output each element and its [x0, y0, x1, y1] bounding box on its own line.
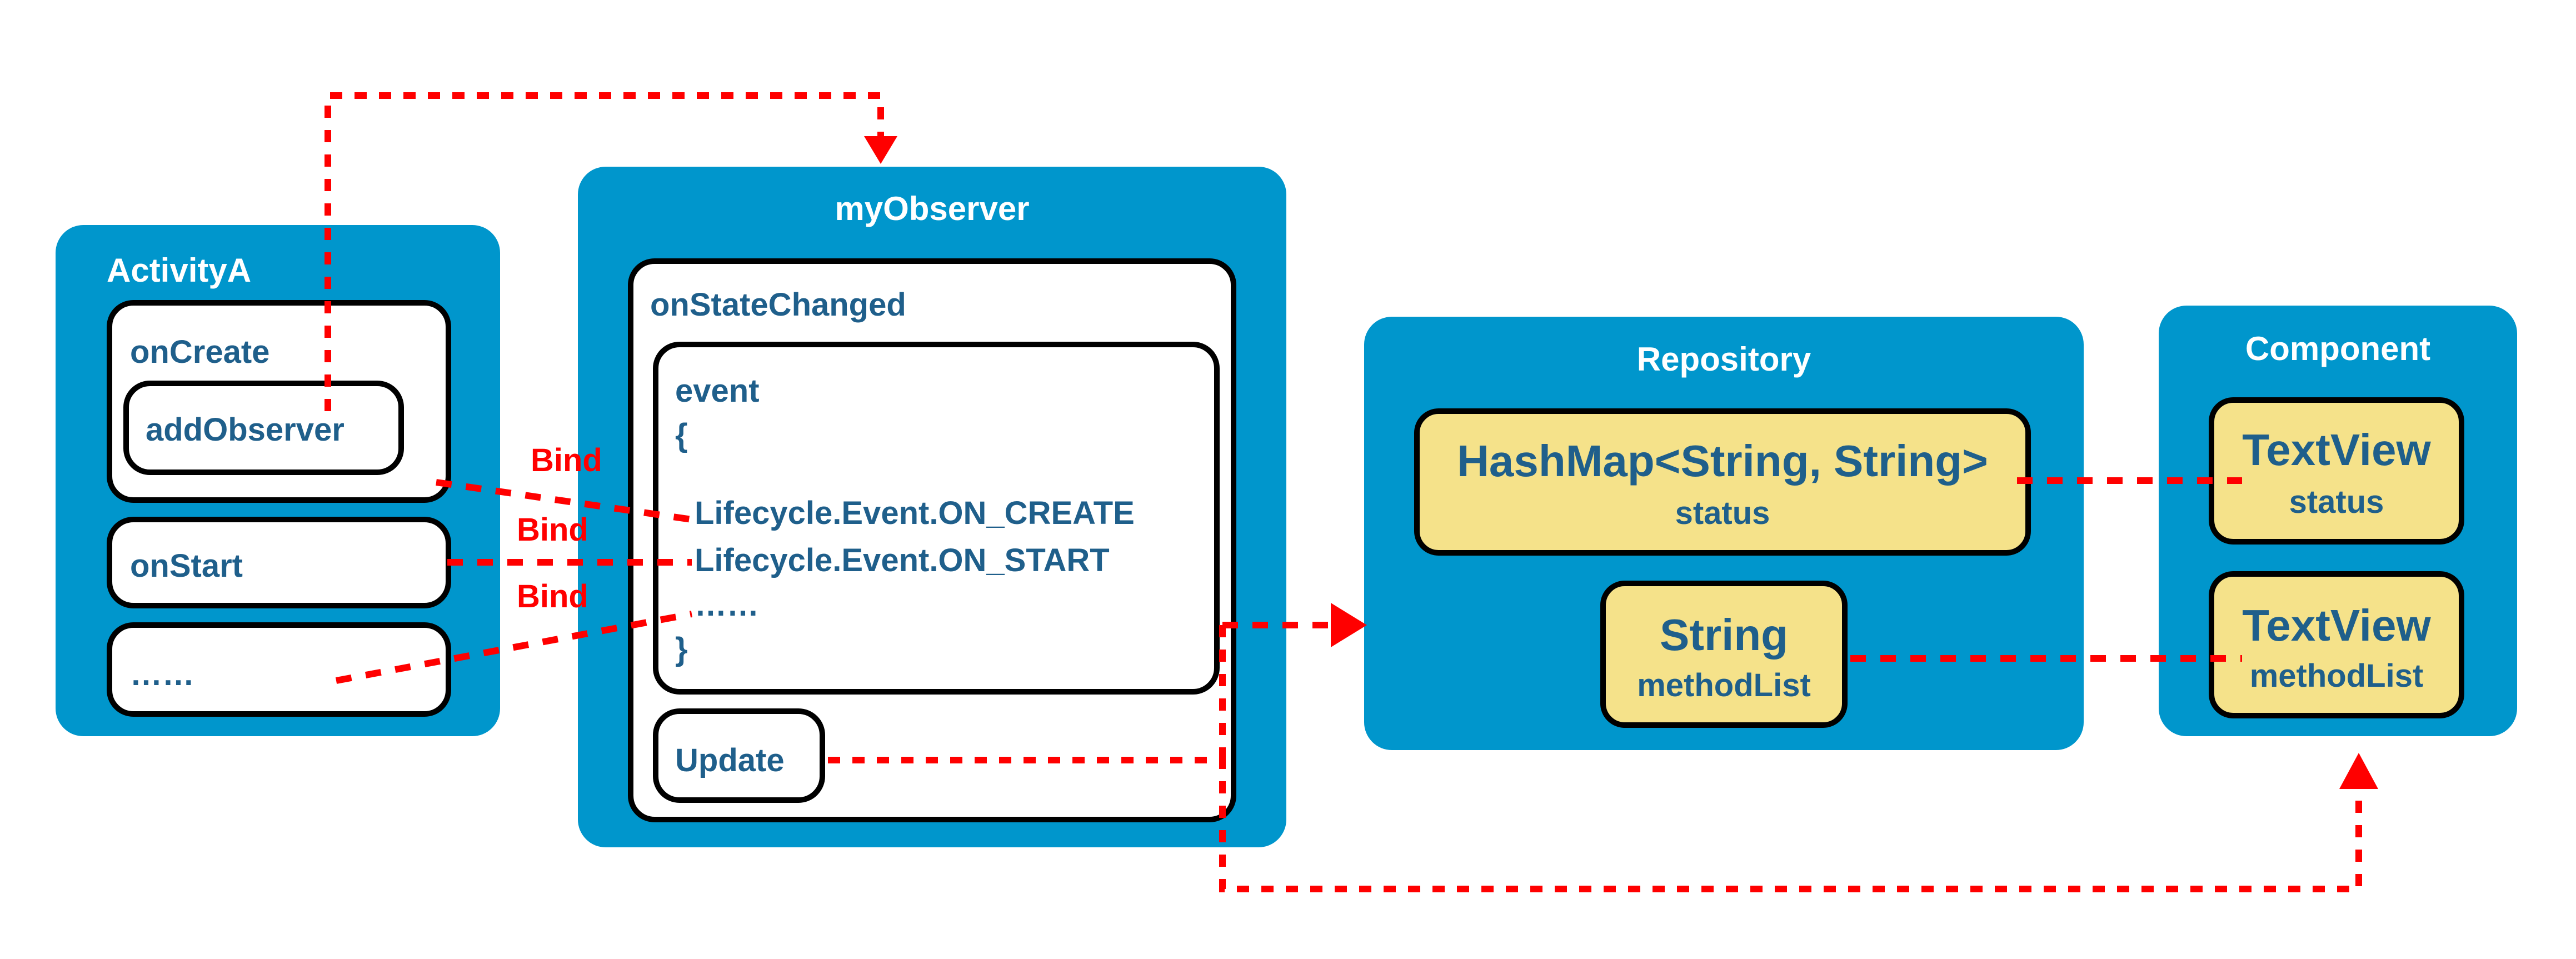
observer-registration-connector: [325, 92, 884, 411]
add-observer-label: addObserver: [146, 412, 345, 448]
oncreate-label: onCreate: [130, 334, 270, 370]
event-label: event: [675, 373, 760, 409]
hashmap-box[interactable]: HashMap<String, String> status: [1414, 408, 2031, 556]
repository-title: Repository: [1636, 341, 1811, 378]
on-state-changed-label: onStateChanged: [650, 287, 906, 323]
textview-status-box[interactable]: TextView status: [2209, 397, 2464, 545]
activity-panel: ActivityA onCreate addObserver onStart ……: [56, 225, 500, 736]
close-brace: }: [675, 631, 688, 667]
event-box[interactable]: event { Lifecycle.Event.ON_CREATE Lifecy…: [653, 342, 1220, 695]
bind-label-more: Bind: [517, 578, 588, 615]
bind-connector-more: [335, 611, 693, 684]
hashmap-type: HashMap<String, String>: [1457, 436, 1988, 486]
update-label: Update: [675, 742, 785, 778]
update-to-component-connector: [828, 757, 2362, 892]
observer-title: myObserver: [835, 190, 1030, 227]
repository-panel: Repository HashMap<String, String> statu…: [1364, 317, 2084, 750]
event-to-repository-arrowhead: [1331, 603, 1367, 647]
textview-methodlist-name: methodList: [2249, 658, 2424, 694]
observer-registration-arrowhead: [864, 136, 897, 164]
on-create-event: Lifecycle.Event.ON_CREATE: [695, 495, 1135, 531]
textview-status-name: status: [2289, 484, 2384, 520]
open-brace: {: [675, 417, 688, 453]
bind-label-oncreate: Bind: [531, 442, 602, 478]
string-name: methodList: [1637, 667, 1811, 703]
update-to-component-arrowhead: [2339, 753, 2378, 789]
activity-more-box[interactable]: ……: [107, 622, 451, 717]
observer-panel: myObserver onStateChanged event { Lifecy…: [578, 167, 1286, 847]
on-state-changed-box[interactable]: onStateChanged event { Lifecycle.Event.O…: [628, 258, 1236, 822]
oncreate-box[interactable]: onCreate addObserver: [107, 300, 451, 503]
activity-more-label: ……: [130, 656, 194, 692]
hashmap-name: status: [1675, 495, 1770, 531]
textview-methodlist-box[interactable]: TextView methodList: [2209, 571, 2464, 718]
textview-status-type: TextView: [2242, 425, 2431, 474]
bind-connector-oncreate: [436, 479, 692, 523]
string-type: String: [1659, 610, 1789, 660]
bind-label-onstart: Bind: [517, 512, 588, 548]
activity-title: ActivityA: [107, 252, 252, 289]
component-title: Component: [2245, 330, 2431, 367]
add-observer-box[interactable]: addObserver: [123, 381, 404, 475]
component-panel: Component TextView status TextView metho…: [2159, 306, 2517, 736]
textview-methodlist-type: TextView: [2242, 601, 2431, 650]
event-more: ……: [695, 587, 759, 623]
on-start-event: Lifecycle.Event.ON_START: [695, 542, 1110, 578]
string-box[interactable]: String methodList: [1600, 581, 1848, 728]
onstart-label: onStart: [130, 548, 243, 584]
update-box[interactable]: Update: [653, 708, 825, 803]
onstart-box[interactable]: onStart: [107, 517, 451, 608]
